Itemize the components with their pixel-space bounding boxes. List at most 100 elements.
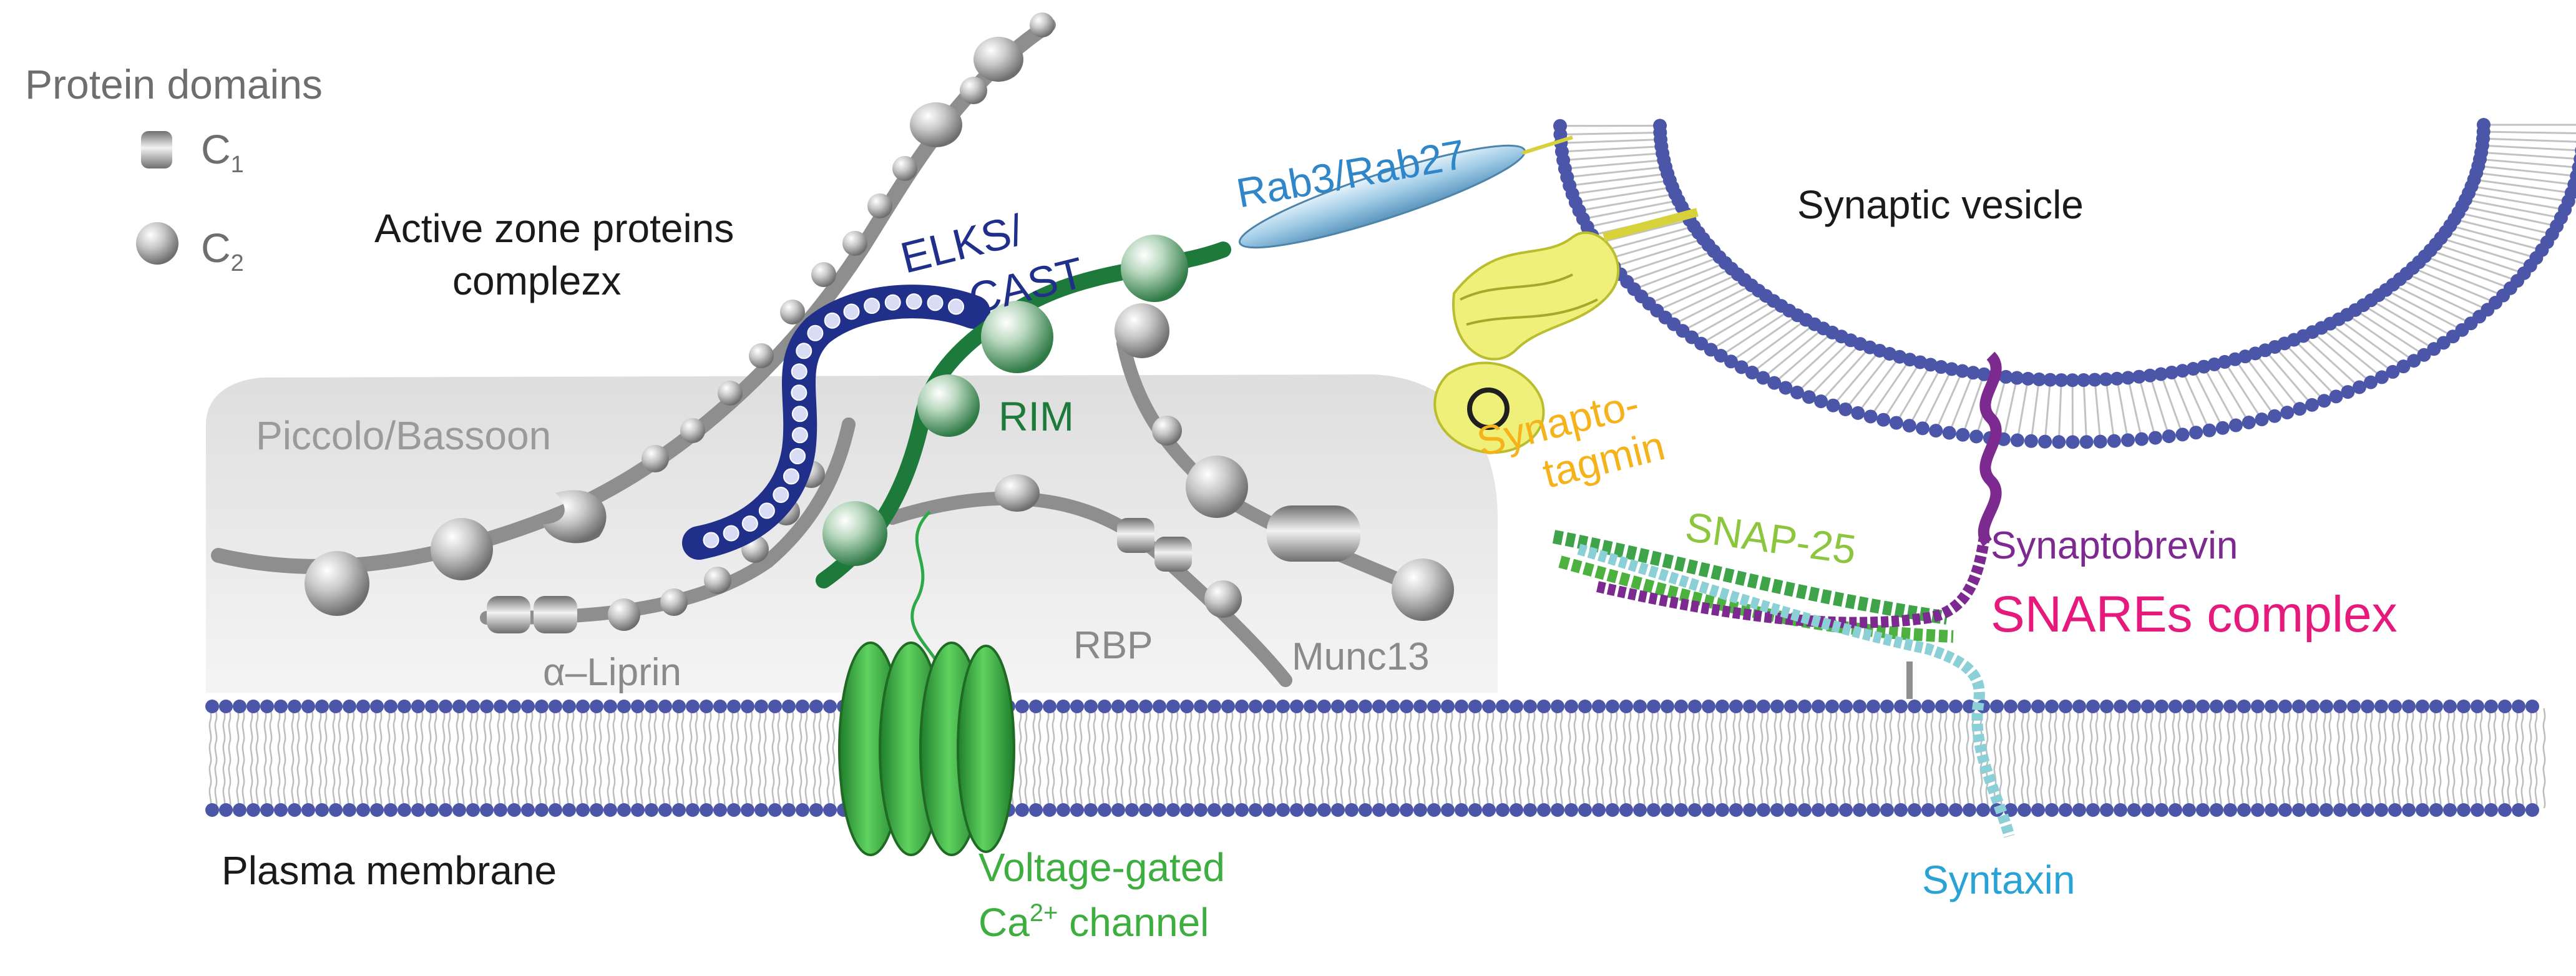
lipid-head [2416, 700, 2429, 713]
lipid-head [1235, 700, 1249, 713]
lipid-head [1825, 700, 1839, 713]
lipid-head [823, 803, 837, 817]
lipid-head [1482, 803, 1496, 817]
lipid-head [1592, 803, 1606, 817]
lipid-head [1977, 367, 1991, 381]
lipid-head [2386, 364, 2400, 379]
lipid-head [2107, 434, 2121, 448]
lipid-tail [1691, 295, 1767, 338]
lipid-head [1056, 700, 1070, 713]
lipid-head [2407, 354, 2421, 368]
voltage-gated-calcium-channel [838, 642, 1015, 856]
lipid-head [590, 700, 603, 713]
lipid-head [356, 803, 370, 817]
lipid-head [384, 700, 398, 713]
label-active-zone: Active zone proteins [374, 206, 734, 251]
lipid-tail [1857, 356, 1901, 414]
lipid-head [1606, 803, 1619, 817]
lipid-head [2457, 700, 2471, 713]
lipid-tail [1563, 152, 1663, 162]
lipid-head [1510, 803, 1523, 817]
lipid-head [1523, 803, 1537, 817]
lipid-head [315, 700, 329, 713]
lipid-head [329, 700, 343, 713]
lipid-head [1990, 700, 2004, 713]
lipid-head [1043, 700, 1056, 713]
lipid-head [645, 700, 658, 713]
lipid-tail [2385, 289, 2463, 331]
lipid-head [2045, 700, 2059, 713]
lipid-head [1702, 803, 1715, 817]
lipid-head [2207, 357, 2222, 371]
lipid-head [2329, 389, 2343, 404]
lipid-head [672, 700, 686, 713]
lipid-tail [1561, 139, 1661, 144]
lipid-tail [2412, 267, 2496, 304]
lipid-head [2293, 402, 2307, 416]
elks-bead [789, 447, 806, 464]
lipid-head [2471, 700, 2484, 713]
lipid-tail [1564, 159, 1664, 170]
rim-protein [816, 235, 1231, 675]
lipid-head [2498, 803, 2512, 817]
rab3-rab27-protein [1238, 135, 1573, 249]
lipid-head [782, 803, 796, 817]
elks-bead [905, 293, 922, 310]
lipid-head [1400, 700, 1413, 713]
lipid-head [1468, 803, 1482, 817]
lipid-head [2072, 700, 2086, 713]
lipid-tail [2435, 243, 2525, 275]
lipid-tail [1895, 364, 1932, 424]
lipid-head [796, 803, 809, 817]
lipid-head [425, 700, 439, 713]
lipid-tail [2311, 331, 2372, 383]
lipid-head [2237, 700, 2251, 713]
elks-cast-protein [682, 285, 990, 560]
lipid-head [1734, 360, 1749, 374]
lipid-tail [2016, 378, 2029, 441]
lipid-head [398, 700, 411, 713]
lipid-head [2169, 803, 2182, 817]
lipid-tail [1845, 353, 1891, 410]
lipid-tail [2105, 379, 2115, 441]
lipid-tail [2482, 137, 2576, 143]
lipid-head [2114, 700, 2127, 713]
lipid-head [2155, 803, 2169, 817]
lipid-head [2498, 700, 2512, 713]
label-synaptic-vesicle: Synaptic vesicle [1797, 182, 2084, 227]
lipid-tail [1656, 273, 1739, 312]
lipid-tail [1751, 323, 1815, 374]
lipid-head [2121, 371, 2135, 385]
lipid-head [1413, 700, 1427, 713]
lipid-tail [2370, 299, 2444, 344]
elks-bead [791, 384, 807, 401]
lipid-head [301, 700, 315, 713]
lipid-head [2443, 700, 2457, 713]
lipid-head [2341, 385, 2355, 399]
lipid-head [2038, 434, 2052, 449]
lipid-head [1853, 803, 1866, 817]
lipid-head [384, 803, 398, 817]
lipid-head [2202, 423, 2217, 437]
lipid-head [1715, 700, 1729, 713]
lipid-tail [1720, 310, 1790, 357]
lipid-head [1908, 803, 1921, 817]
lipid-head [727, 803, 741, 817]
lipid-tail [1908, 366, 1942, 426]
lipid-head [631, 700, 645, 713]
lipid-head [2305, 398, 2319, 412]
lipid-head [658, 803, 672, 817]
lipid-head [576, 700, 590, 713]
lipid-head [1745, 366, 1759, 380]
lipid-head [576, 803, 590, 817]
lipid-head [2004, 803, 2017, 817]
lipid-head [1812, 803, 1825, 817]
lipid-head [1139, 803, 1153, 817]
lipid-head [1194, 803, 1208, 817]
lipid-head [2265, 700, 2278, 713]
lipid-head [1153, 700, 1166, 713]
lipid-head [411, 700, 425, 713]
lipid-head [768, 700, 782, 713]
lipid-head [1372, 803, 1386, 817]
lipid-head [2141, 700, 2155, 713]
